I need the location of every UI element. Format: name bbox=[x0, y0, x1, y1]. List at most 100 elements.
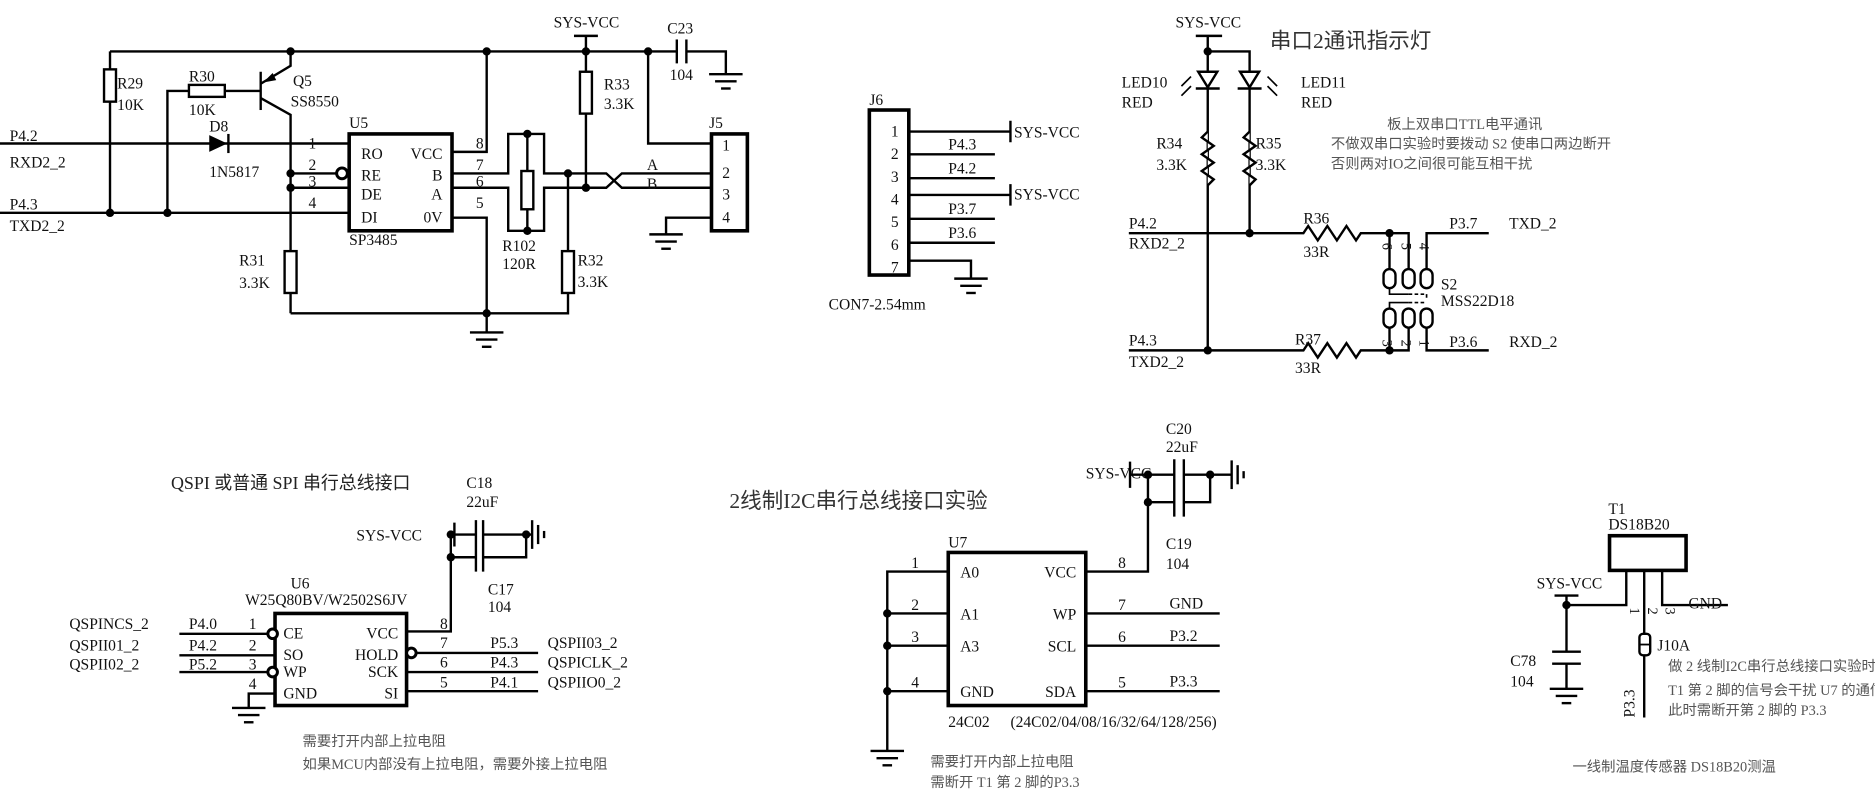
pin-name: DE bbox=[361, 187, 382, 204]
value-r32: 3.3K bbox=[578, 274, 609, 291]
value-c78: 104 bbox=[1510, 673, 1534, 690]
pin-name: VCC bbox=[366, 626, 398, 643]
pin-number: 6 bbox=[1378, 243, 1394, 250]
net-label: P4.2 bbox=[189, 638, 217, 655]
ground-symbol bbox=[530, 518, 546, 551]
line-label-a: A bbox=[647, 157, 659, 174]
pin-number: 3 bbox=[249, 657, 257, 674]
ground-symbol bbox=[953, 277, 989, 295]
value-c18: 22uF bbox=[466, 494, 498, 511]
pin-number: 8 bbox=[440, 616, 448, 633]
net-label-sys-vcc: SYS-VCC bbox=[1086, 465, 1152, 482]
pin-name: RE bbox=[361, 168, 381, 185]
diode-d8 bbox=[209, 133, 230, 154]
resistor-r31 bbox=[283, 249, 298, 295]
ref-d8: D8 bbox=[209, 119, 228, 136]
net-label-sys-vcc: SYS-VCC bbox=[1537, 575, 1603, 592]
ref-r35: R35 bbox=[1256, 135, 1282, 152]
net-label: QSPINCS_2 bbox=[69, 616, 148, 633]
ref-j10a: J10A bbox=[1657, 638, 1691, 655]
ref-r29: R29 bbox=[117, 75, 143, 92]
value-r36: 33R bbox=[1303, 244, 1330, 261]
net-label-p33: P3.3 bbox=[1622, 689, 1639, 717]
value-q5: SS8550 bbox=[291, 93, 340, 110]
pin-name: WP bbox=[283, 664, 307, 681]
note: T1 第 2 脚的信号会干扰 U7 的通信， bbox=[1668, 681, 1875, 699]
pin-number: 2 bbox=[722, 165, 730, 182]
net-label: GND bbox=[1169, 596, 1203, 613]
pin-number: 5 bbox=[1118, 675, 1126, 692]
part-t1: DS18B20 bbox=[1608, 517, 1670, 534]
ref-r30: R30 bbox=[189, 68, 215, 85]
resistor-r32 bbox=[560, 249, 576, 295]
net-label: P3.2 bbox=[1169, 628, 1197, 645]
value-r33: 3.3K bbox=[604, 96, 635, 113]
net-label: SYS-VCC bbox=[1014, 125, 1080, 142]
pin-number: 2 bbox=[891, 146, 899, 163]
pin-number: 1 bbox=[309, 135, 317, 152]
pin-number: 1 bbox=[911, 555, 919, 572]
ic-u6 bbox=[273, 611, 409, 708]
part-u6: W25Q80BV/W2502S6JV bbox=[245, 592, 408, 609]
resistor-r35 bbox=[1241, 130, 1258, 187]
ref-r36: R36 bbox=[1303, 211, 1329, 228]
net-label: QSPII03_2 bbox=[548, 635, 618, 652]
pin-number: 3 bbox=[1662, 607, 1678, 614]
net-label-p42: P4.2 bbox=[1129, 215, 1157, 232]
pin-number: 7 bbox=[476, 157, 484, 174]
net-label: P4.1 bbox=[490, 675, 518, 692]
pin-name: SDA bbox=[1045, 684, 1077, 701]
connector-j6 bbox=[867, 108, 911, 277]
pin-number: 6 bbox=[1118, 629, 1126, 646]
pin-name: DI bbox=[361, 209, 377, 226]
pin-name: B bbox=[432, 168, 442, 185]
net-label-sys-vcc: SYS-VCC bbox=[356, 528, 422, 545]
value-led10: RED bbox=[1122, 95, 1153, 112]
capacitors-c20-c19 bbox=[1173, 459, 1186, 517]
value-r102: 120R bbox=[502, 256, 536, 273]
ref-led11: LED11 bbox=[1301, 74, 1346, 91]
net-label-p36: P3.6 bbox=[1449, 334, 1477, 351]
net-label: P5.3 bbox=[490, 635, 518, 652]
pin-number: 4 bbox=[891, 191, 899, 208]
pin-number: 3 bbox=[722, 187, 730, 204]
pin-number: 7 bbox=[1118, 597, 1126, 614]
transistor-q5 bbox=[259, 51, 292, 314]
pin-name: A3 bbox=[960, 639, 979, 656]
note: 不做双串口实验时要拨动 S2 使串口两边断开 bbox=[1331, 135, 1611, 152]
pin-number: 2 bbox=[911, 597, 919, 614]
ground-symbol bbox=[1548, 687, 1585, 705]
pin-name: RO bbox=[361, 146, 383, 163]
note: 如果MCU内部没有上拉电阻，需要外接上拉电阻 bbox=[303, 756, 608, 773]
net-label-rxd: RXD_2 bbox=[1509, 334, 1557, 351]
net-label: P3.7 bbox=[948, 201, 976, 218]
pin-number: 2 bbox=[249, 638, 257, 655]
pin-name: HOLD bbox=[355, 647, 398, 664]
ref-c20: C20 bbox=[1166, 421, 1192, 438]
net-label: P4.3 bbox=[948, 136, 976, 153]
note: 需要打开内部上拉电阻 bbox=[303, 733, 446, 750]
ref-c23: C23 bbox=[667, 20, 693, 37]
pin-name: SCK bbox=[368, 664, 399, 681]
value-led11: RED bbox=[1301, 95, 1332, 112]
value-r34: 3.3K bbox=[1156, 157, 1187, 174]
pin-number: 1 bbox=[1626, 607, 1642, 614]
net-label: QSPII01_2 bbox=[69, 638, 139, 655]
pin-name: GND bbox=[960, 684, 994, 701]
ref-r33: R33 bbox=[604, 77, 630, 94]
note: 做 2 线制I2C串行总线接口实验时， bbox=[1668, 658, 1875, 675]
pin-number: 7 bbox=[891, 260, 899, 277]
ground-symbol bbox=[707, 72, 744, 90]
j6-block: J6 1 2 3 4 5 6 7 SYS-VCC P4.3 P4.2 SYS-V… bbox=[829, 92, 1080, 313]
pin-name: VCC bbox=[411, 146, 443, 163]
pin-number: 5 bbox=[891, 214, 899, 231]
ground-symbol bbox=[468, 331, 505, 348]
pin-name: 0V bbox=[423, 209, 443, 226]
net-label: P3.3 bbox=[1169, 673, 1197, 690]
section-title: 2线制I2C串行总线接口实验 bbox=[729, 489, 987, 513]
value-c17: 104 bbox=[488, 599, 512, 616]
pin-number: 1 bbox=[722, 138, 730, 155]
ic-u5 bbox=[347, 132, 454, 233]
pin-name: SI bbox=[384, 685, 398, 702]
